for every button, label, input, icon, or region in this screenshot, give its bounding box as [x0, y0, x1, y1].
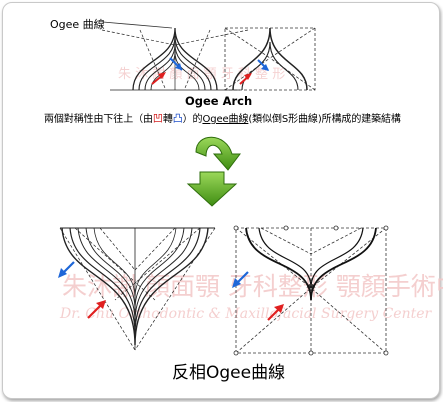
blue-arrowhead-bottom-left [58, 268, 67, 278]
reverse-ogee-left-drawing [59, 227, 216, 351]
ogee-arch-left-drawing [101, 21, 249, 91]
caption-part2: ）的 [182, 114, 203, 125]
green-curved-arrow-icon [186, 136, 241, 207]
diagram-frame [2, 2, 440, 399]
ogee-arch-title: Ogee Arch [185, 94, 253, 108]
watermark-english: Dr. Chu Orthodontic & Maxillofacial Surg… [59, 306, 433, 322]
blue-arrowhead-top-right [261, 64, 269, 71]
red-arrowhead-bottom-right [274, 304, 284, 313]
blue-arrowhead-top-left [175, 63, 182, 70]
ogee-curve-label: Ogee 曲線 [50, 18, 105, 31]
caption-turn: 轉 [162, 114, 173, 125]
caption-concave: 凹 [152, 114, 163, 125]
ogee-arch-caption: 兩個對稱性由下往上（由凹轉凸）的Ogee曲線(類似倒S形曲線)所構成的建築結構 [44, 110, 401, 125]
red-arrowhead-top-right [244, 73, 252, 80]
reverse-ogee-title: 反相Ogee曲線 [172, 363, 286, 383]
caption-part1: 兩個對稱性由下往上（由 [44, 114, 153, 125]
caption-ogee-curve: Ogee曲線 [202, 114, 249, 125]
caption-part3: (類似倒S形曲線)所構成的建築結構 [248, 114, 401, 125]
red-arrow-bottom-left [87, 303, 103, 319]
red-arrowhead-top-left [158, 72, 166, 79]
reverse-ogee-right-drawing [233, 225, 389, 356]
red-arrowhead-bottom-left [96, 300, 106, 309]
caption-convex: 凸 [172, 114, 183, 125]
blue-arrowhead-bottom-right [232, 278, 241, 288]
